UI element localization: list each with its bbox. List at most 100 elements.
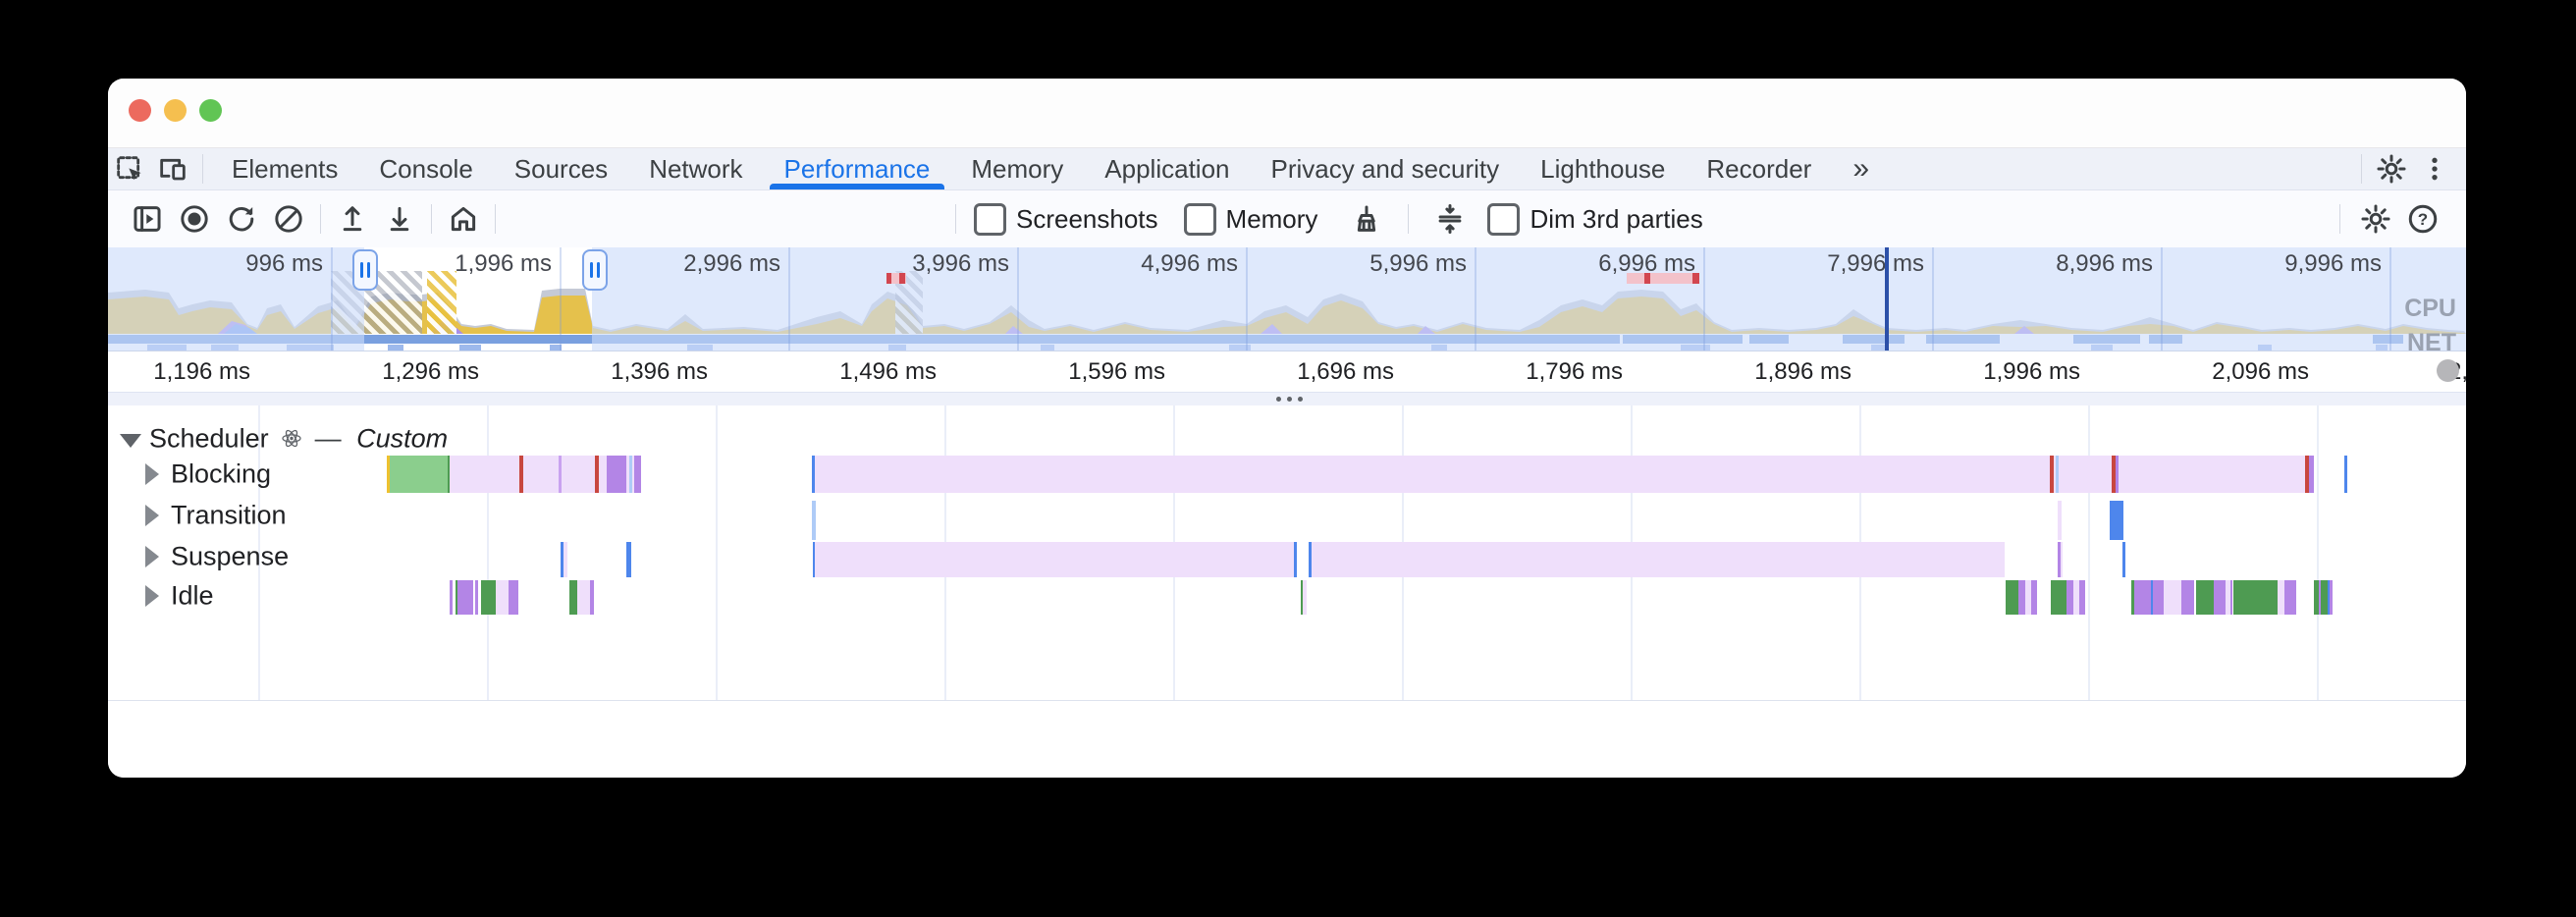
close-button[interactable] [129,99,151,122]
flame-event-blocking[interactable] [812,456,815,493]
flame-event-suspense[interactable] [2122,542,2125,577]
flame-event-idle[interactable] [2018,580,2025,615]
flame-event-idle[interactable] [450,580,453,615]
minimize-button[interactable] [164,99,187,122]
flame-event-idle[interactable] [2134,580,2139,615]
screenshots-checkbox[interactable] [974,202,1006,236]
flame-event-blocking[interactable] [815,456,2314,493]
flame-event-idle[interactable] [2214,580,2226,615]
flame-event-blocking[interactable] [2309,456,2314,493]
downloading-throttle-icon[interactable] [1426,197,1474,241]
flame-event-idle[interactable] [475,580,478,615]
flame-event-idle[interactable] [2321,580,2328,615]
dim-3rd-parties-checkbox[interactable] [1487,202,1521,236]
row-expand-arrow-blocking[interactable] [145,463,159,485]
device-toolbar-icon[interactable] [151,148,194,189]
row-expand-arrow-suspense[interactable] [145,546,159,567]
flame-event-idle[interactable] [2196,580,2214,615]
tab-network[interactable]: Network [649,153,743,184]
flame-event-idle[interactable] [2330,580,2333,615]
flame-event-idle[interactable] [2079,580,2085,615]
capture-settings-gear-icon[interactable] [2352,197,2399,241]
flame-event-idle[interactable] [1301,580,1303,615]
flame-event-idle[interactable] [2230,580,2232,615]
flame-event-blocking[interactable] [626,456,629,493]
vertical-scrollbar-thumb[interactable] [2437,359,2459,382]
flame-event-idle[interactable] [2153,580,2164,615]
flame-event-suspense[interactable] [561,542,564,577]
garbage-collect-icon[interactable] [1343,197,1390,241]
flame-event-idle[interactable] [569,580,577,615]
clear-icon[interactable] [265,197,312,241]
record-icon[interactable] [171,197,218,241]
flame-event-suspense[interactable] [564,542,567,577]
flame-event-transition[interactable] [2110,501,2123,540]
flame-event-blocking[interactable] [634,456,641,493]
selection-handle-right[interactable] [582,249,608,291]
flame-event-suspense[interactable] [626,542,631,577]
flame-event-blocking[interactable] [2056,456,2059,493]
flame-event-blocking[interactable] [632,456,634,493]
flame-event-blocking[interactable] [450,456,519,493]
overview-playhead[interactable] [1885,247,1889,351]
flame-event-idle[interactable] [457,580,473,615]
flame-event-blocking[interactable] [629,456,632,493]
flame-event-idle[interactable] [2139,580,2151,615]
flame-event-blocking[interactable] [519,456,523,493]
kebab-menu-icon[interactable] [2413,148,2456,189]
flame-event-idle[interactable] [2181,580,2194,615]
flame-event-idle[interactable] [2006,580,2018,615]
flame-event-idle[interactable] [496,580,509,615]
flame-event-idle[interactable] [2314,580,2319,615]
tab-performance[interactable]: Performance [764,148,951,189]
track-header[interactable]: Scheduler — Custom [149,424,448,455]
flame-event-idle[interactable] [456,580,457,615]
flame-event-blocking[interactable] [562,456,595,493]
tab-application[interactable]: Application [1104,153,1230,184]
flame-event-idle[interactable] [2319,580,2321,615]
flame-event-idle[interactable] [1303,580,1307,615]
upload-icon[interactable] [329,197,376,241]
memory-checkbox[interactable] [1183,202,1216,236]
flame-event-idle[interactable] [2025,580,2031,615]
flame-event-idle[interactable] [2066,580,2073,615]
flame-event-blocking[interactable] [2116,456,2119,493]
flame-event-idle[interactable] [509,580,518,615]
selection-handle-left[interactable] [352,249,378,291]
resizer-grip-dots[interactable] [1276,397,1303,402]
flame-event-idle[interactable] [2328,580,2330,615]
row-expand-arrow-transition[interactable] [145,505,159,526]
tab-memory[interactable]: Memory [971,153,1064,184]
flame-event-blocking[interactable] [523,456,559,493]
flame-event-blocking[interactable] [2112,456,2116,493]
flame-event-suspense[interactable] [2061,542,2063,577]
flame-event-idle[interactable] [577,580,590,615]
flame-event-idle[interactable] [2278,580,2284,615]
tab-console[interactable]: Console [379,153,473,184]
flame-event-idle[interactable] [2226,580,2230,615]
flame-event-suspense[interactable] [813,542,815,577]
flame-event-suspense[interactable] [1309,542,1312,577]
flame-event-suspense[interactable] [2058,542,2061,577]
reload-record-icon[interactable] [218,197,265,241]
flame-event-idle[interactable] [2233,580,2278,615]
more-tabs-chevron[interactable]: » [1852,152,1870,185]
flame-event-idle[interactable] [481,580,496,615]
flame-event-idle[interactable] [2031,580,2037,615]
tab-privacy-and-security[interactable]: Privacy and security [1270,153,1500,184]
home-icon[interactable] [440,197,487,241]
tab-recorder[interactable]: Recorder [1706,153,1812,184]
flame-event-idle[interactable] [590,580,594,615]
flame-event-idle[interactable] [2131,580,2134,615]
flame-event-blocking[interactable] [448,456,450,493]
flame-event-blocking[interactable] [387,456,390,493]
scheduler-collapse-arrow[interactable] [120,434,141,448]
tab-elements[interactable]: Elements [232,153,339,184]
zoom-button[interactable] [199,99,222,122]
settings-gear-icon[interactable] [2370,148,2413,189]
row-label-idle[interactable]: Idle [171,580,214,611]
flame-event-blocking[interactable] [390,456,448,493]
row-label-transition[interactable]: Transition [171,500,287,530]
